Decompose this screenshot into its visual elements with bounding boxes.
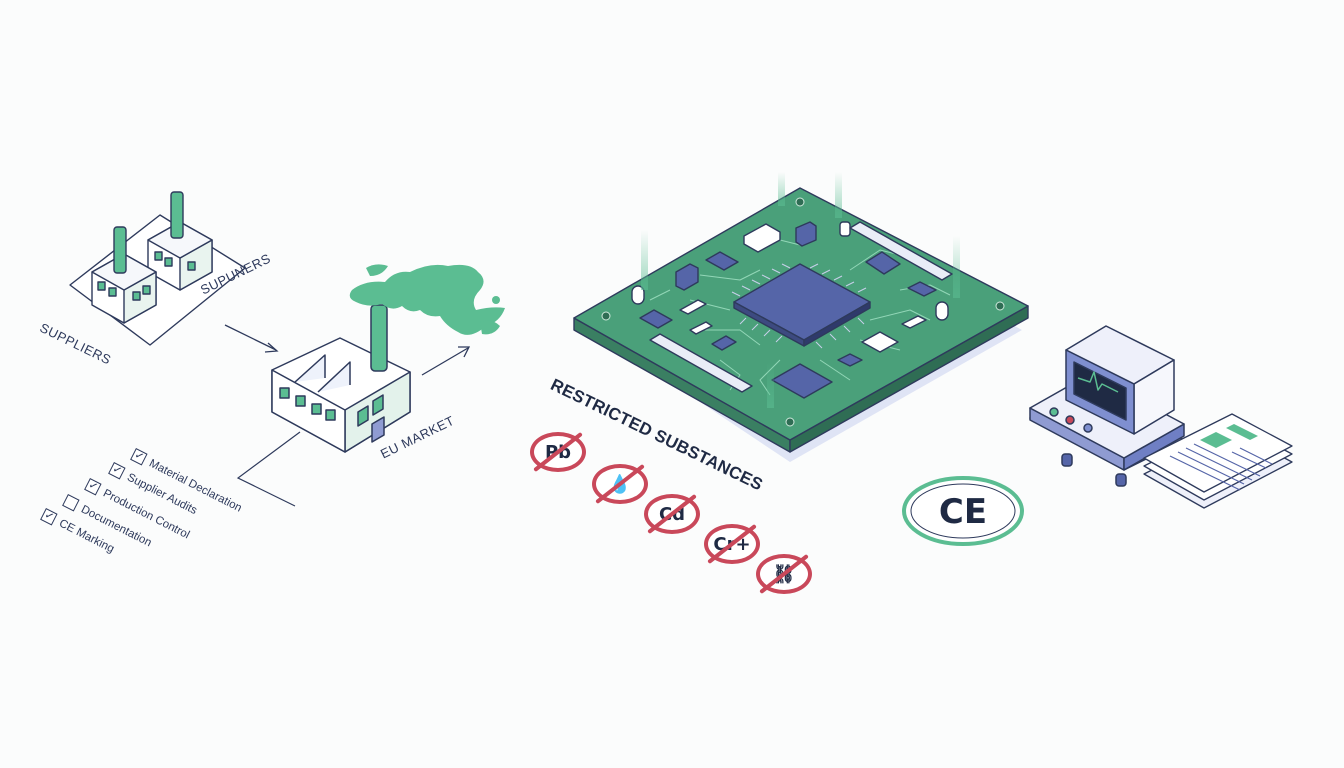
ce-mark-badge: CE	[902, 476, 1024, 546]
cpu-chip	[731, 263, 871, 349]
eu-map-icon	[349, 264, 505, 335]
test-equipment	[1029, 325, 1185, 487]
flow-arrow-2	[421, 346, 471, 376]
flow-arrow-1	[224, 324, 279, 353]
document-stack-icon	[1143, 413, 1293, 509]
circuit-board	[573, 187, 1029, 462]
light-beams	[641, 172, 960, 408]
main-factory	[271, 304, 411, 453]
chromium-icon: Cr+	[704, 524, 760, 564]
supplier-factories	[69, 191, 246, 346]
connector-line	[236, 431, 301, 507]
chain-icon: ⛓	[756, 554, 812, 594]
lead-icon: Pb	[530, 432, 586, 472]
mercury-drop-icon: 💧	[592, 464, 648, 504]
ce-mark-text: CE	[939, 492, 987, 532]
cadmium-icon: Cd	[644, 494, 700, 534]
